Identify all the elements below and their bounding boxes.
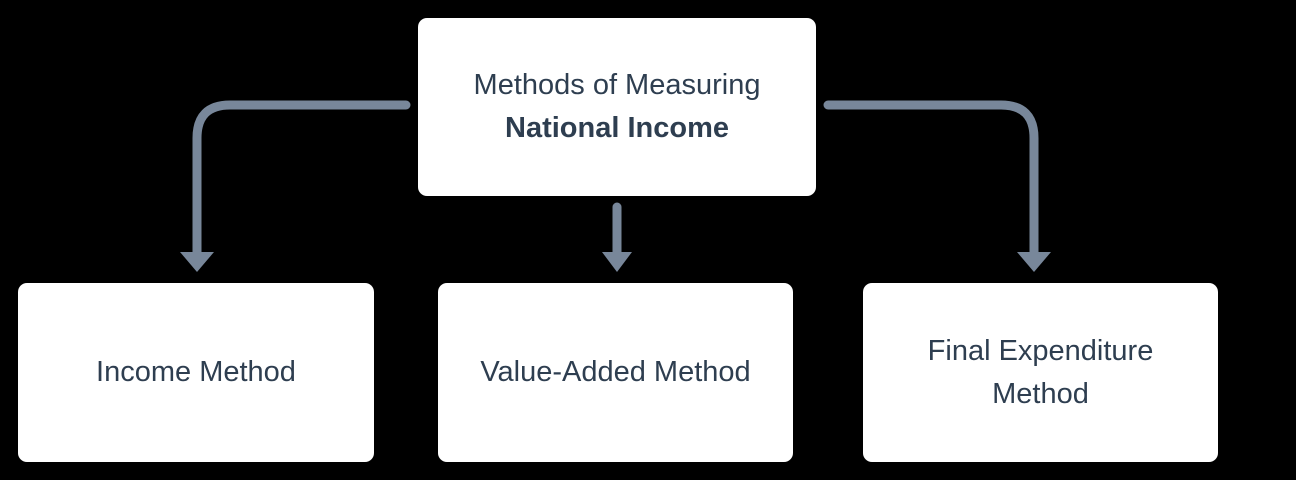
arrow-right-head-icon	[1017, 252, 1051, 272]
arrow-left-head-icon	[180, 252, 214, 272]
node-root-title-line1: Methods of Measuring	[473, 69, 761, 101]
node-income-method-label: Income Method	[96, 356, 296, 388]
node-final-expenditure-method: Final Expenditure Method	[863, 283, 1218, 462]
arrow-middle-head-icon	[602, 252, 632, 272]
node-final-expenditure-method-label: Final Expenditure Method	[927, 334, 1154, 410]
arrow-left-line	[192, 100, 411, 258]
arrow-right-line	[823, 100, 1039, 258]
node-root-methods-of-measuring: Methods of Measuring National Income	[418, 18, 816, 196]
node-value-added-method: Value-Added Method	[438, 283, 793, 462]
node-value-added-method-label: Value-Added Method	[480, 356, 751, 388]
node-root-title-line2: National Income	[505, 112, 729, 144]
node-income-method: Income Method	[18, 283, 374, 462]
